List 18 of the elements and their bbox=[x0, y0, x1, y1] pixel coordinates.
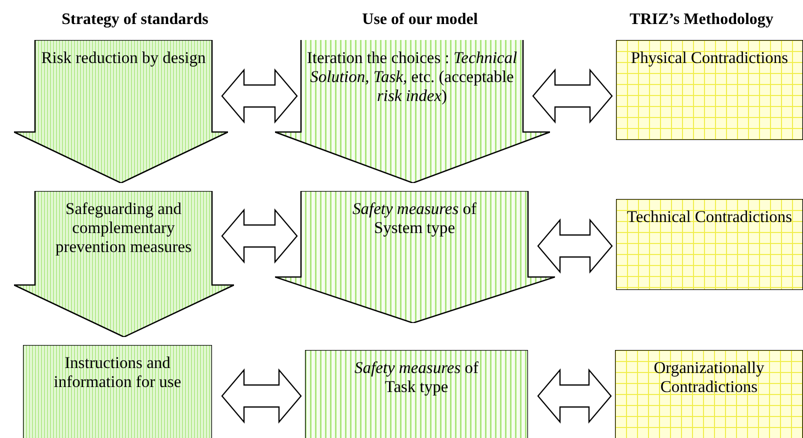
column-heading: Use of our model bbox=[361, 10, 479, 30]
node-text: Safety measures of Task type bbox=[353, 358, 480, 396]
node-text: Physical Contradictions bbox=[630, 48, 788, 67]
node-text: Technical Contradictions bbox=[626, 207, 792, 226]
double-block-arrow bbox=[221, 368, 302, 424]
node-text: Safety measures of System type bbox=[351, 199, 478, 237]
double-block-arrow bbox=[221, 68, 298, 124]
double-block-arrow bbox=[221, 208, 298, 264]
double-block-arrow bbox=[537, 218, 613, 274]
column-heading: TRIZ’s Methodology bbox=[628, 10, 774, 30]
column-heading: Strategy of standards bbox=[60, 10, 210, 30]
node-text: Organizationally Contradictions bbox=[652, 358, 766, 396]
node-text: Risk reduction by design bbox=[41, 48, 206, 67]
double-block-arrow bbox=[532, 68, 613, 124]
node-text: Iteration the choices : Technical Solution, Task, etc. (acceptable risk index) bbox=[306, 48, 518, 105]
double-block-arrow bbox=[537, 368, 612, 424]
node-text: Safeguarding and complementary prevention measures bbox=[54, 199, 193, 256]
node-text: Instructions and information for use bbox=[52, 353, 182, 391]
